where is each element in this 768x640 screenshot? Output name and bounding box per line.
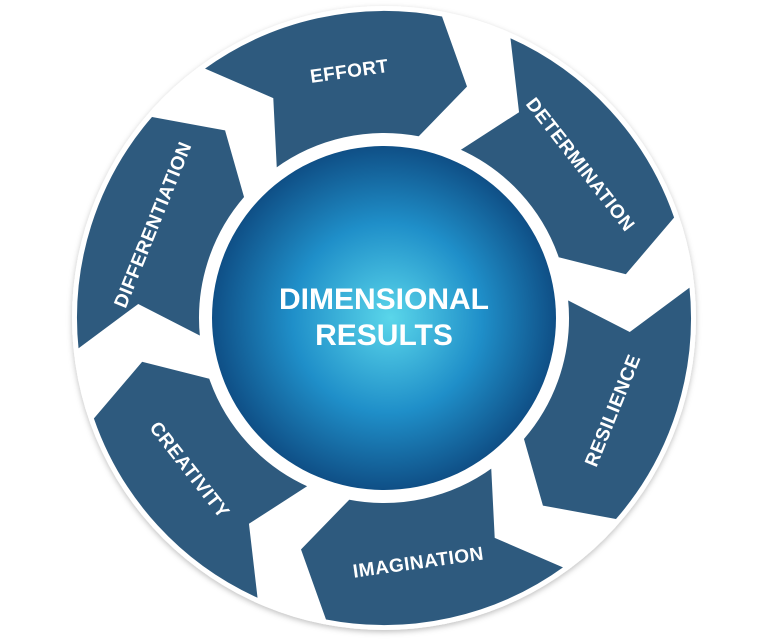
center-title-line1: DIMENSIONAL: [279, 283, 489, 316]
center-title-line2: RESULTS: [315, 319, 453, 352]
segment-group: [75, 9, 693, 627]
center-circle: [212, 146, 556, 490]
